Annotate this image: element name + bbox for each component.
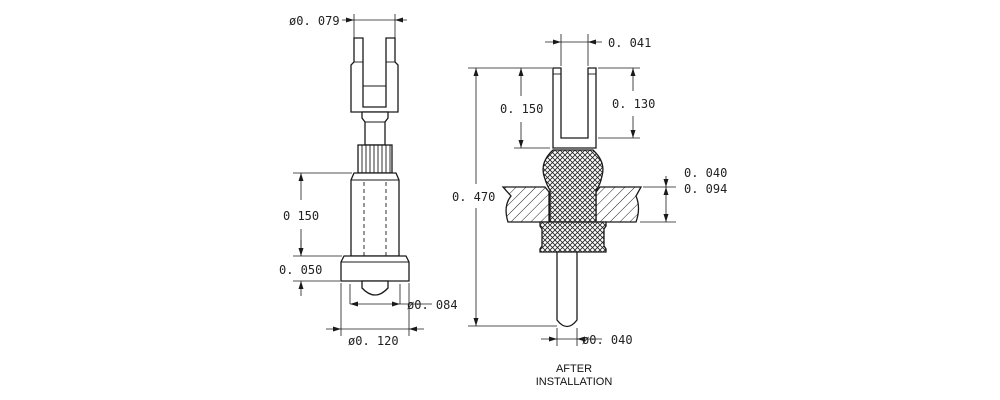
left-knurl <box>357 144 393 174</box>
right-upper-knurl <box>542 149 604 223</box>
dim-panel-min: 0. 040 <box>684 166 727 180</box>
right-pin <box>556 251 578 328</box>
dim-tip-diameter: ø0. 084 <box>407 298 458 312</box>
right-view-installed <box>501 67 643 328</box>
dim-flange-diameter: ø0. 120 <box>348 334 399 348</box>
dim-panel-max: 0. 094 <box>684 182 727 196</box>
dim-shank-length: 0 150 <box>283 209 319 223</box>
dim-flange-thickness: 0. 050 <box>279 263 322 277</box>
dim-head-diameter: ø0. 079 <box>289 14 340 28</box>
panel-left-section <box>501 186 550 223</box>
right-dimensions: 0. 041 0. 470 0. 150 0. 130 0. 040 0 <box>452 34 727 388</box>
dim-overall-length: 0. 470 <box>452 190 495 204</box>
right-fork <box>552 67 597 149</box>
left-flange <box>340 255 410 282</box>
left-tip <box>361 280 389 296</box>
left-body <box>350 172 400 257</box>
dim-slot-depth-right: 0. 130 <box>612 97 655 111</box>
caption-after: AFTER <box>556 363 592 375</box>
dim-slot-width: 0. 041 <box>608 36 651 50</box>
panel-right-section <box>595 186 643 223</box>
right-lower-knurl <box>539 221 607 253</box>
left-fork-head <box>350 37 399 113</box>
left-view-terminal <box>340 37 410 296</box>
left-neck <box>361 111 389 146</box>
dim-slot-depth-left: 0. 150 <box>500 102 543 116</box>
dim-pin-diameter: ø0. 040 <box>582 333 633 347</box>
caption-installation: INSTALLATION <box>536 376 613 388</box>
left-dimensions: ø0. 079 0 150 0. 050 ø0. 084 ø0. 120 <box>279 14 458 348</box>
